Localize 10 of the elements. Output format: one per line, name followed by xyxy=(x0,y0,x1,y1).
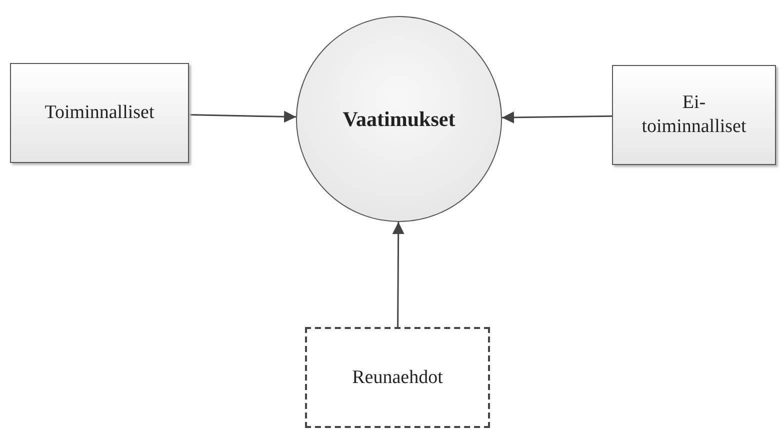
category-box xyxy=(612,65,776,165)
category-box xyxy=(305,327,490,428)
arrow xyxy=(188,110,296,123)
node-label: Ei- toiminnalliset xyxy=(640,91,748,139)
node-label: Vaatimukset xyxy=(342,106,456,132)
node-label: Reunaehdot xyxy=(352,366,443,390)
arrow xyxy=(502,111,612,124)
category-box xyxy=(10,63,189,163)
node-label: Toiminnalliset xyxy=(44,101,154,125)
arrow xyxy=(392,222,404,327)
